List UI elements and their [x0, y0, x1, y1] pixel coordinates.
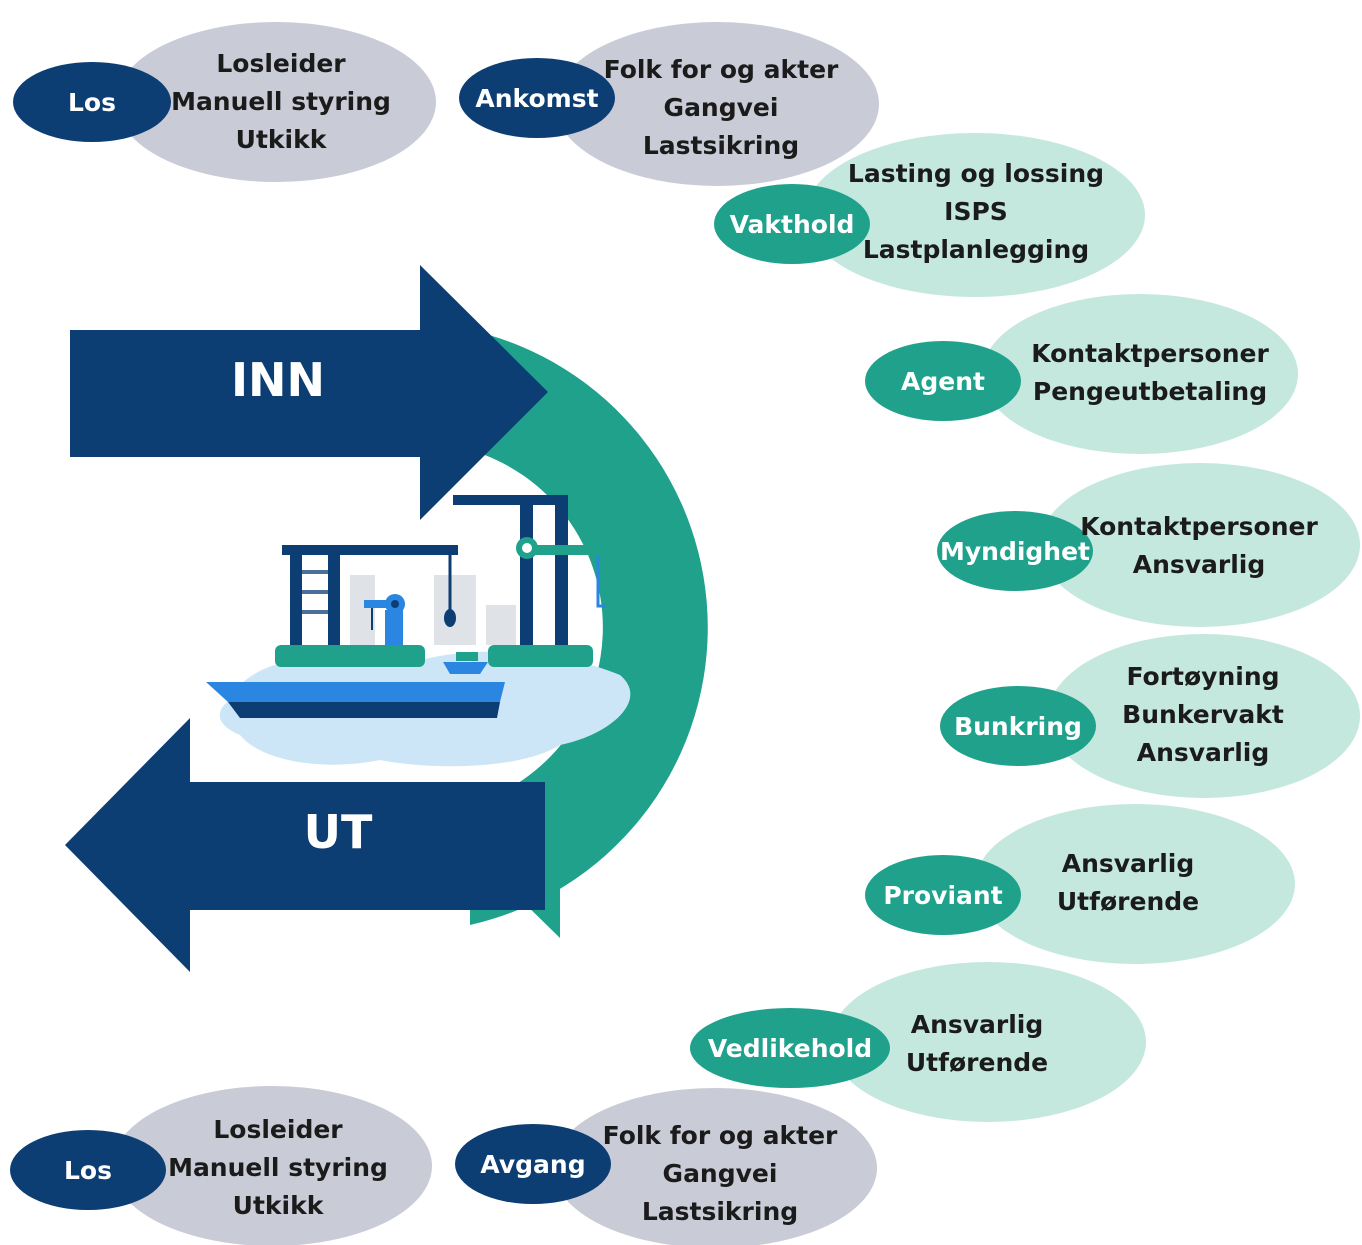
avgang-line-2: Gangvei: [663, 1159, 778, 1188]
bunkring-tag-label: Bunkring: [954, 712, 1082, 741]
node-vedlikehold: Vedlikehold Ansvarlig Utførende: [690, 962, 1146, 1122]
vakthold-line-1: Lasting og lossing: [848, 159, 1104, 188]
bunkring-tag: [940, 686, 1096, 766]
vedlikehold-tag-label: Vedlikehold: [708, 1034, 872, 1063]
bunkring-line-1: Fortøyning: [1126, 662, 1279, 691]
tug-boat-icon: [443, 652, 488, 674]
bunkring-line-2: Bunkervakt: [1122, 700, 1284, 729]
in-arrow: [70, 265, 548, 520]
bunkring-line-3: Ansvarlig: [1137, 738, 1270, 767]
gantry-crane-icon: [282, 545, 458, 645]
out-arrow: [65, 718, 545, 972]
proviant-tag: [865, 855, 1021, 935]
vakthold-line-3: Lastplanlegging: [863, 235, 1089, 264]
los-top-tag: [13, 62, 171, 142]
vedlikehold-line-2: Utførende: [906, 1048, 1048, 1077]
los-top-tag-label: Los: [68, 88, 116, 117]
myndighet-tag: [937, 511, 1093, 591]
central-graphic: HAVNEOPPHOLD INN UT: [65, 265, 797, 972]
port-stay-label: HAVNEOPPHOLD: [707, 474, 797, 835]
node-myndighet: Myndighet Kontaktpersoner Ansvarlig: [937, 463, 1360, 627]
agent-line-1: Kontaktpersoner: [1031, 339, 1269, 368]
out-arrow-label: UT: [304, 805, 373, 859]
los-bottom-line-1: Losleider: [213, 1115, 343, 1144]
myndighet-tag-label: Myndighet: [940, 537, 1090, 566]
proviant-tag-label: Proviant: [883, 881, 1002, 910]
proviant-line-2: Utførende: [1057, 887, 1199, 916]
vakthold-tag-label: Vakthold: [730, 210, 855, 239]
node-proviant: Proviant Ansvarlig Utførende: [865, 804, 1295, 964]
avgang-tag: [455, 1124, 611, 1204]
ship-icon: [206, 682, 505, 718]
vedlikehold-line-1: Ansvarlig: [911, 1010, 1044, 1039]
los-bottom-tag-label: Los: [64, 1156, 112, 1185]
myndighet-line-2: Ansvarlig: [1133, 550, 1266, 579]
vedlikehold-tag: [690, 1008, 890, 1088]
ankomst-tag: [459, 58, 615, 138]
agent-tag: [865, 341, 1021, 421]
node-ankomst: Ankomst Folk for og akter Gangvei Lastsi…: [459, 22, 879, 186]
vakthold-line-2: ISPS: [944, 197, 1008, 226]
vakthold-tag: [714, 184, 870, 264]
los-top-line-3: Utkikk: [236, 125, 328, 154]
node-los-bottom: Los Losleider Manuell styring Utkikk: [10, 1086, 432, 1245]
los-bottom-line-2: Manuell styring: [168, 1153, 388, 1182]
quay-right: [488, 645, 593, 667]
harbor-illustration: [206, 495, 631, 767]
los-top-line-1: Losleider: [216, 49, 346, 78]
in-arrow-label: INN: [231, 353, 325, 407]
agent-line-2: Pengeutbetaling: [1033, 377, 1267, 406]
ankomst-line-2: Gangvei: [664, 93, 779, 122]
dock-crane-icon: [364, 594, 405, 645]
myndighet-line-1: Kontaktpersoner: [1080, 512, 1318, 541]
node-avgang: Avgang Folk for og akter Gangvei Lastsik…: [455, 1088, 877, 1245]
ankomst-line-3: Lastsikring: [643, 131, 799, 160]
node-vakthold: Vakthold Lasting og lossing ISPS Lastpla…: [714, 133, 1145, 297]
avgang-line-1: Folk for og akter: [603, 1121, 838, 1150]
quay-left: [275, 645, 425, 667]
agent-tag-label: Agent: [901, 367, 985, 396]
los-top-line-2: Manuell styring: [171, 87, 391, 116]
los-bottom-line-3: Utkikk: [233, 1191, 325, 1220]
tower-crane-icon: [453, 495, 608, 650]
ankomst-tag-label: Ankomst: [475, 84, 598, 113]
node-agent: Agent Kontaktpersoner Pengeutbetaling: [865, 294, 1298, 454]
ankomst-line-1: Folk for og akter: [604, 55, 839, 84]
node-los-top: Los Losleider Manuell styring Utkikk: [13, 22, 436, 182]
node-bunkring: Bunkring Fortøyning Bunkervakt Ansvarlig: [940, 634, 1360, 798]
los-bottom-tag: [10, 1130, 166, 1210]
avgang-line-3: Lastsikring: [642, 1197, 798, 1226]
proviant-line-1: Ansvarlig: [1062, 849, 1195, 878]
port-stay-arc: [470, 330, 708, 925]
avgang-tag-label: Avgang: [480, 1150, 585, 1179]
